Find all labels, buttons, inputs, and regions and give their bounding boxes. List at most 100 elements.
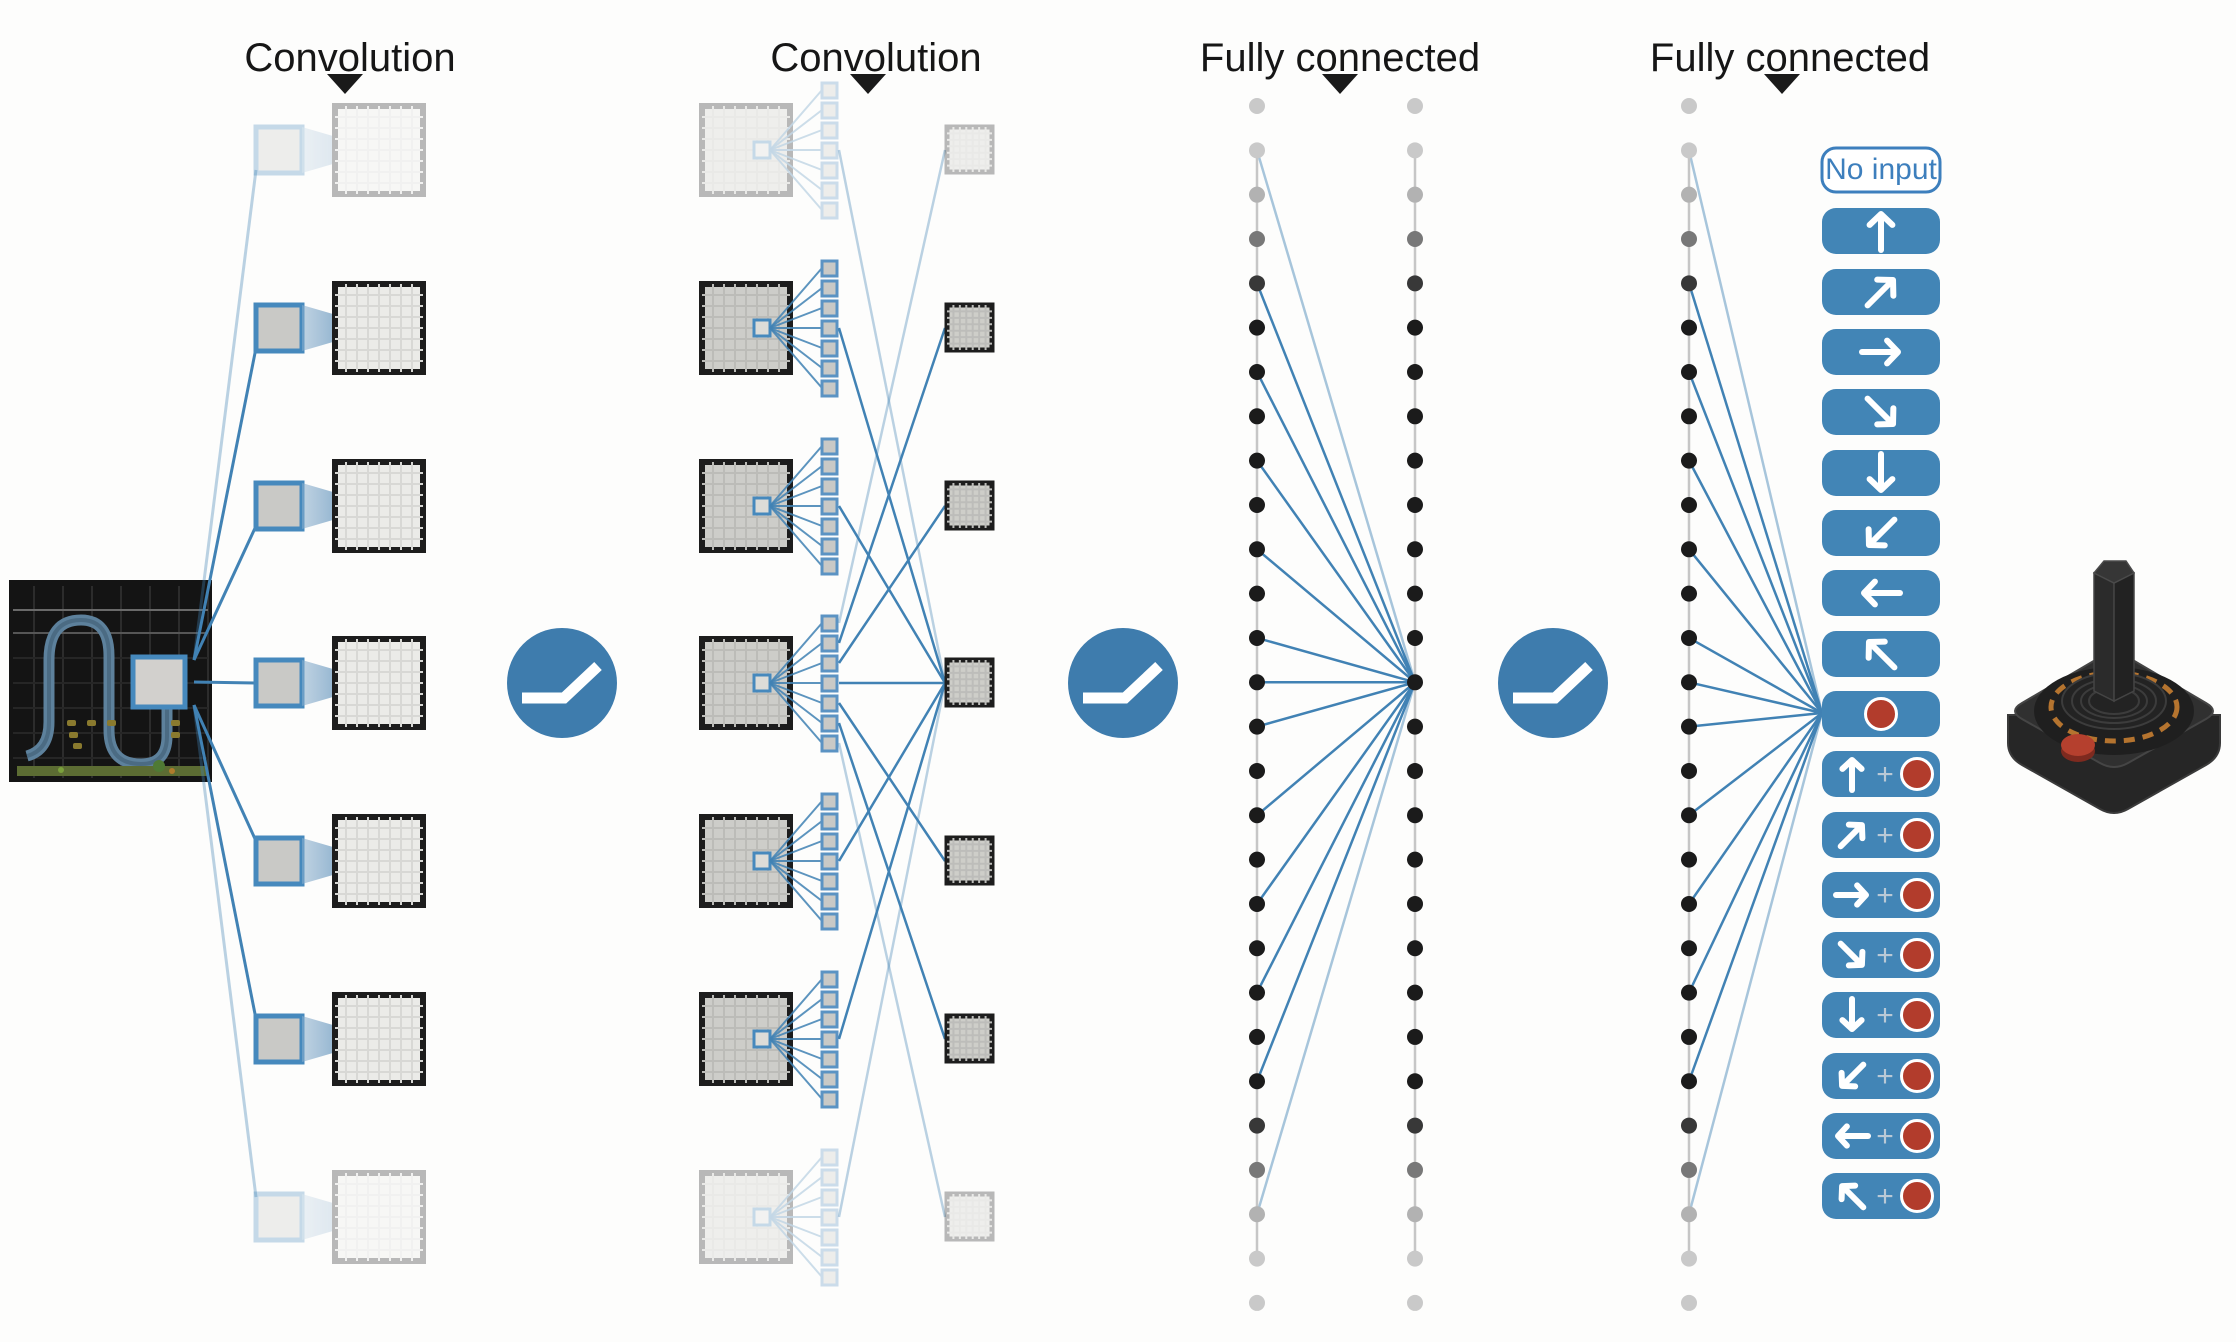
fc-neuron-dot — [1681, 98, 1697, 114]
fc2-connection-line — [1688, 712, 1823, 817]
fc2-connection-line — [1687, 712, 1824, 905]
layer-label-fully-connected-1: Fully connected — [1199, 36, 1481, 80]
conv2-filter-square — [820, 1168, 839, 1187]
relu-activation — [507, 628, 617, 738]
fc-neuron-dot — [1249, 629, 1265, 646]
action-button-down-right-fire: + — [1822, 932, 1940, 978]
fc-neuron-dot — [1407, 319, 1423, 336]
conv2-filter-square — [820, 279, 839, 298]
conv1-patch — [253, 124, 305, 176]
direction-arrow-icon — [1837, 821, 1866, 850]
conv2-inner-patch — [752, 140, 772, 160]
conv2-inner-patch — [752, 851, 772, 871]
direction-arrow-icon — [1865, 638, 1898, 671]
action-button-left — [1822, 570, 1940, 616]
action-button-up-right — [1822, 269, 1940, 315]
conv2-filter-square — [820, 1268, 839, 1287]
fc2-connection-line — [1687, 712, 1824, 1082]
conv2-filter-square — [820, 319, 839, 338]
conv2-filter-square — [820, 792, 839, 811]
plus-sign: + — [1876, 999, 1894, 1032]
fc-neuron-dot — [1249, 895, 1265, 912]
fc1-connection-line — [1255, 149, 1417, 683]
layer-label-convolution-1: Convolution — [244, 36, 456, 80]
relu-activation — [1068, 628, 1178, 738]
fire-button-icon — [1900, 938, 1934, 972]
action-button-left-fire: + — [1822, 1113, 1940, 1159]
relu-curve-icon — [522, 661, 602, 704]
fc-neuron-dot — [1407, 1073, 1423, 1090]
fc-neuron-dot — [1681, 984, 1697, 1001]
conv2-filter-square — [820, 832, 839, 851]
fc1-connection-line — [1256, 681, 1416, 728]
conv1-unit — [253, 814, 426, 908]
fc-neuron-dot — [1407, 718, 1423, 735]
game-sprite — [87, 720, 96, 726]
fc-neuron-dot — [1407, 1206, 1423, 1223]
fc2-connection-line — [1687, 460, 1824, 714]
conv2-filter-square — [820, 674, 839, 693]
fc-neuron-dot — [1249, 1294, 1265, 1311]
action-button-up-right-fire: + — [1822, 812, 1940, 858]
conv2-filter-square — [820, 614, 839, 633]
fc-neuron-dot — [1407, 186, 1423, 203]
fc-neuron-dot — [1407, 363, 1423, 380]
fc-neuron-column — [1681, 98, 1697, 1311]
fire-button-icon — [1864, 697, 1898, 731]
conv2-filter-square — [820, 812, 839, 831]
conv2-filter-square — [820, 990, 839, 1009]
fire-button-icon — [1900, 998, 1934, 1032]
conv2-filter-square — [820, 161, 839, 180]
conv2-unit — [699, 792, 839, 931]
fc-neuron-dot — [1681, 762, 1697, 779]
fc1-connection-line — [1256, 681, 1416, 817]
fc-neuron-dot — [1249, 319, 1265, 336]
conv2-to-map-line — [837, 682, 947, 1040]
fc2-connection-line — [1688, 681, 1823, 715]
fc-neuron-dot — [1681, 1206, 1697, 1223]
fc-neuron-dot — [1681, 807, 1697, 824]
fc2-connection-line — [1687, 150, 1824, 714]
conv2-filter-square — [820, 852, 839, 871]
conv1-unit — [253, 281, 426, 375]
conv1-unit — [253, 992, 426, 1086]
fc-neuron-dot — [1249, 984, 1265, 1001]
fc-neuron-dot — [1249, 1206, 1265, 1223]
direction-arrow-icon — [1861, 578, 1903, 608]
action-button-up-left — [1822, 631, 1940, 677]
fc-neuron-dot — [1249, 718, 1265, 735]
conv2-filter-square — [820, 201, 839, 220]
game-sprite — [73, 743, 82, 749]
layer-marker-triangle — [1322, 74, 1358, 94]
action-button-down — [1822, 450, 1940, 496]
action-button-up-fire: + — [1822, 751, 1940, 797]
fc2-connection-line — [1688, 636, 1823, 715]
fc1-connection-line — [1256, 548, 1416, 684]
input-to-conv1-line — [192, 347, 258, 661]
fc1-connection-line — [1255, 371, 1417, 683]
action-button-right-fire: + — [1822, 872, 1940, 918]
fc-neuron-dot — [1407, 762, 1423, 779]
fc-neuron-dot — [1681, 363, 1697, 380]
fc-neuron-dot — [1407, 275, 1423, 292]
conv2-unit — [699, 437, 839, 576]
conv1-patch — [253, 835, 305, 887]
action-button-down-fire: + — [1822, 992, 1940, 1038]
plus-sign: + — [1876, 1120, 1894, 1153]
conv1-patch — [253, 1191, 305, 1243]
fire-button-icon — [1900, 818, 1934, 852]
conv2-filter-square — [820, 872, 839, 891]
conv2-filter-square — [820, 557, 839, 576]
action-button-fire — [1822, 691, 1940, 737]
fc-neuron-dot — [1249, 541, 1265, 558]
conv1-unit — [253, 636, 426, 730]
fc-neuron-dot — [1407, 585, 1423, 602]
fc-neuron-dot — [1249, 940, 1265, 957]
fc-neuron-dot — [1681, 275, 1697, 292]
fc-neuron-dot — [1249, 1117, 1265, 1134]
fc1-connection-line — [1255, 681, 1417, 1215]
conv2-filter-square — [820, 1050, 839, 1069]
layer-label-convolution-2: Convolution — [770, 36, 982, 80]
fc-neuron-dot — [1407, 674, 1423, 691]
plus-sign: + — [1876, 939, 1894, 972]
